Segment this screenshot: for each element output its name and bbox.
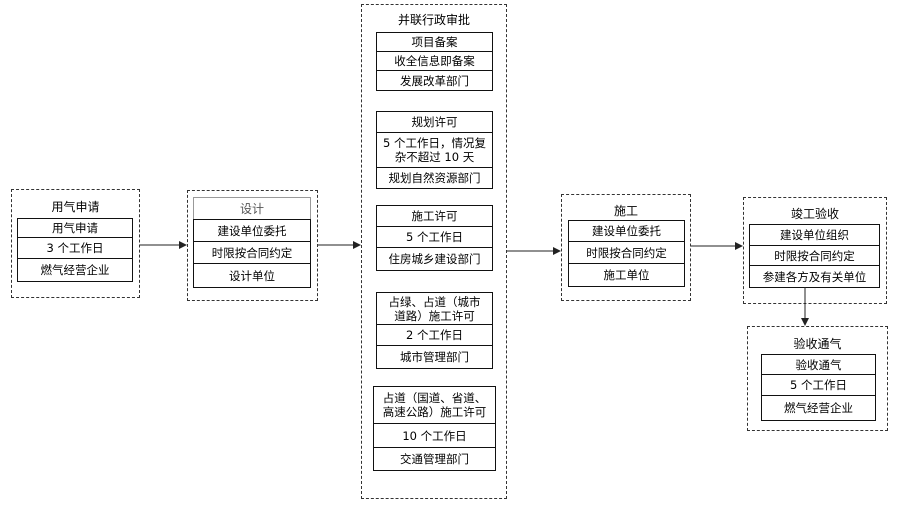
highway-permit-name: 占道（国道、省道、 高速公路）施工许可 (373, 386, 496, 424)
stage-item-method: 建设单位委托 (193, 219, 311, 242)
planning-permit-name: 规划许可 (376, 111, 493, 133)
stage-item-responsible: 燃气经营企业 (17, 258, 133, 282)
stage-title: 施工 (613, 204, 638, 218)
green-road-permit-responsible: 城市管理部门 (376, 345, 493, 369)
highway-permit-responsible: 交通管理部门 (373, 447, 496, 471)
stage-title: 竣工验收 (790, 207, 839, 221)
planning-permit-time-limit: 5 个工作日，情况复 杂不超过 10 天 (376, 132, 493, 168)
stage-gas-application: 用气申请 用气申请 3 个工作日 燃气经营企业 (11, 189, 140, 298)
stage-construction: 施工 建设单位委托 时限按合同约定 施工单位 (561, 194, 691, 301)
stage-item-time-limit: 时限按合同约定 (749, 245, 880, 266)
stage-item-responsible: 设计单位 (193, 263, 311, 288)
stage-title: 验收通气 (793, 337, 842, 351)
stage-item-responsible: 参建各方及有关单位 (749, 265, 880, 288)
stage-title: 并联行政审批 (397, 13, 470, 27)
stage-design: 设计 建设单位委托 时限按合同约定 设计单位 (187, 190, 318, 301)
highway-permit-time-limit: 10 个工作日 (373, 423, 496, 448)
stage-item-responsible: 施工单位 (568, 263, 685, 287)
stage-title: 设计 (193, 197, 311, 220)
planning-permit-responsible: 规划自然资源部门 (376, 167, 493, 189)
stage-title: 用气申请 (51, 200, 100, 214)
stage-item-time-limit: 时限按合同约定 (193, 241, 311, 264)
stage-gas-acceptance: 验收通气 验收通气 5 个工作日 燃气经营企业 (747, 326, 888, 431)
stage-item-responsible: 燃气经营企业 (761, 395, 876, 421)
stage-parallel-approval: 并联行政审批 项目备案 收全信息即备案 发展改革部门 规划许可 5 个工作日，情… (361, 4, 507, 499)
stage-item-time-limit: 5 个工作日 (761, 374, 876, 396)
stage-item-time-limit: 时限按合同约定 (568, 241, 685, 264)
green-road-permit-name: 占绿、占道（城市 道路）施工许可 (376, 292, 493, 325)
filing-time-limit: 收全信息即备案 (376, 51, 493, 71)
filing-responsible: 发展改革部门 (376, 70, 493, 91)
stage-completion-acceptance: 竣工验收 建设单位组织 时限按合同约定 参建各方及有关单位 (743, 197, 887, 304)
construction-permit-responsible: 住房城乡建设部门 (376, 247, 493, 271)
